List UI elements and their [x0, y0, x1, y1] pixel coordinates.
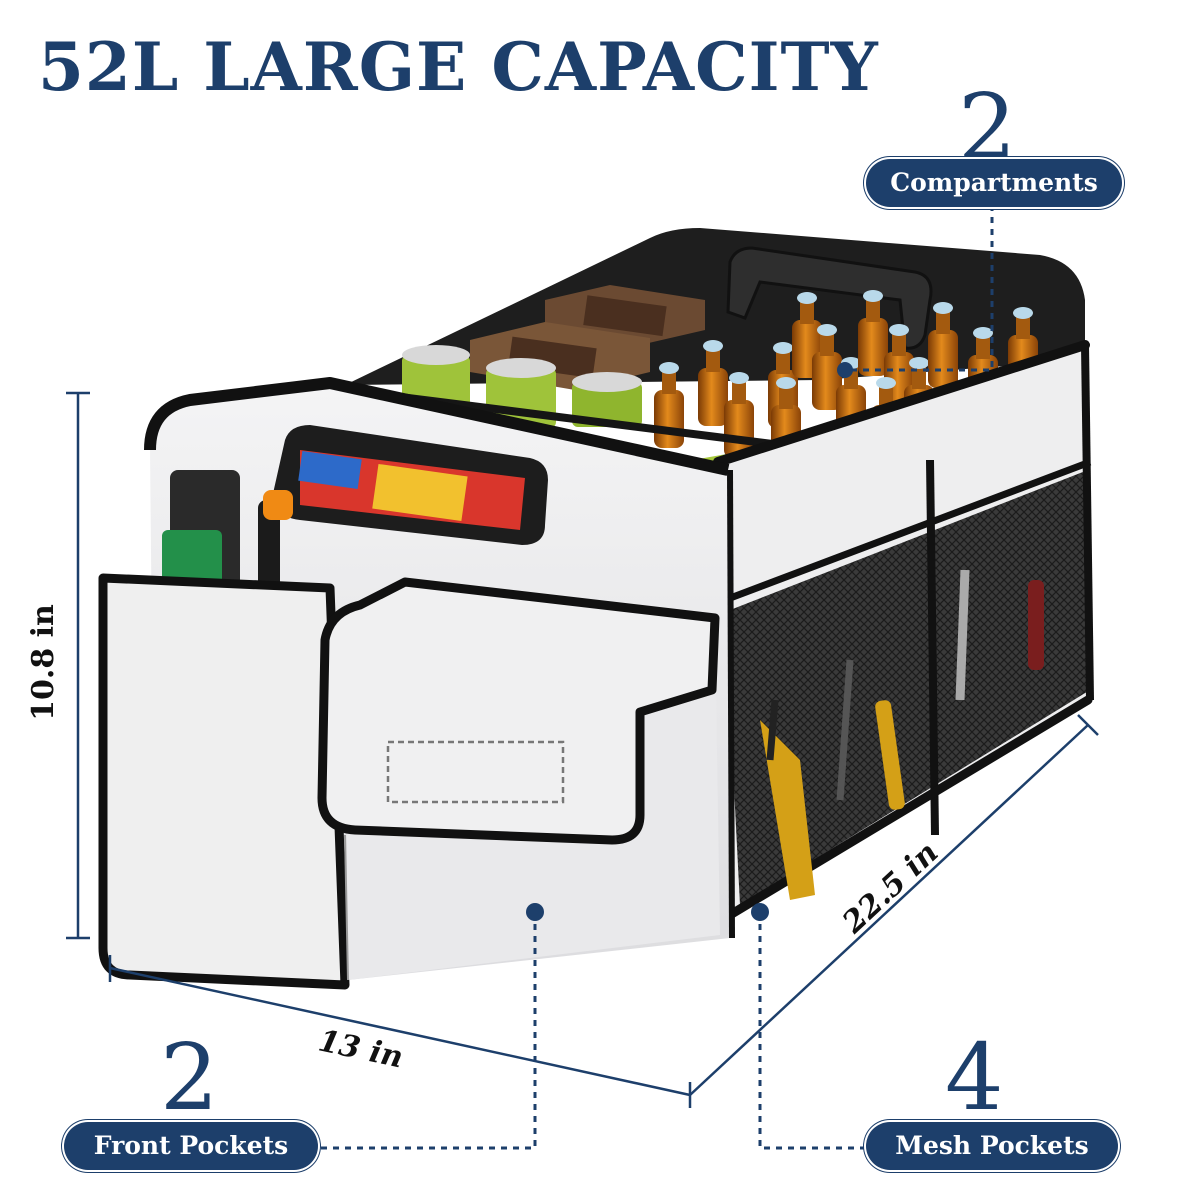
- bottle-neck: [1016, 315, 1030, 339]
- dimension-lines: [66, 391, 1099, 1108]
- bottle-cap: [773, 342, 793, 354]
- compartments-badge: Compartments: [866, 159, 1122, 207]
- beer-bottle: [858, 318, 888, 376]
- side-panel: [713, 340, 1094, 923]
- label-patch: [386, 740, 565, 804]
- right-front-pocket: [317, 577, 720, 981]
- bottle-cap: [863, 290, 883, 302]
- bottle-neck: [936, 310, 950, 334]
- height-dimension-label: 10.8 in: [25, 604, 61, 721]
- front-pockets-badge: Front Pockets: [64, 1122, 318, 1170]
- bottle-neck: [820, 332, 834, 356]
- mesh-pockets-count: 4: [945, 1024, 1004, 1131]
- compartments-count: 2: [958, 74, 1017, 181]
- bottle-cap: [1013, 307, 1033, 319]
- bottle-cap: [973, 327, 993, 339]
- mesh-pocket-tools: [760, 569, 1044, 900]
- bottle-cap: [889, 324, 909, 336]
- page-title: 52L LARGE CAPACITY: [38, 28, 879, 106]
- beer-bottle: [698, 368, 728, 426]
- bottle-cap: [797, 292, 817, 304]
- bottle-cap: [933, 302, 953, 314]
- bottle-neck: [976, 335, 990, 359]
- bottle-neck: [779, 385, 793, 409]
- bottle-cap: [876, 377, 896, 389]
- front-handle: [272, 425, 548, 545]
- bottle-cap: [776, 377, 796, 389]
- bottle-cap: [729, 372, 749, 384]
- bottle-neck: [706, 348, 720, 372]
- bottle-neck: [732, 380, 746, 404]
- bottle-cap: [817, 324, 837, 336]
- bottle-cap: [659, 362, 679, 374]
- bottle-neck: [776, 350, 790, 374]
- front-pockets-count: 2: [160, 1024, 219, 1131]
- bottle-neck: [892, 332, 906, 356]
- bottle-cap: [909, 357, 929, 369]
- callout-dots: [526, 362, 853, 921]
- mesh-pockets-badge: Mesh Pockets: [866, 1122, 1118, 1170]
- mesh-pockets-area: [725, 470, 1090, 905]
- bottle-neck: [866, 298, 880, 322]
- bottle-cap: [703, 340, 723, 352]
- bottle-neck: [662, 370, 676, 394]
- beer-bottle: [812, 352, 842, 410]
- left-front-pocket: [98, 470, 350, 990]
- bottle-neck: [800, 300, 814, 324]
- beer-bottle: [928, 330, 958, 388]
- beer-bottle: [654, 390, 684, 448]
